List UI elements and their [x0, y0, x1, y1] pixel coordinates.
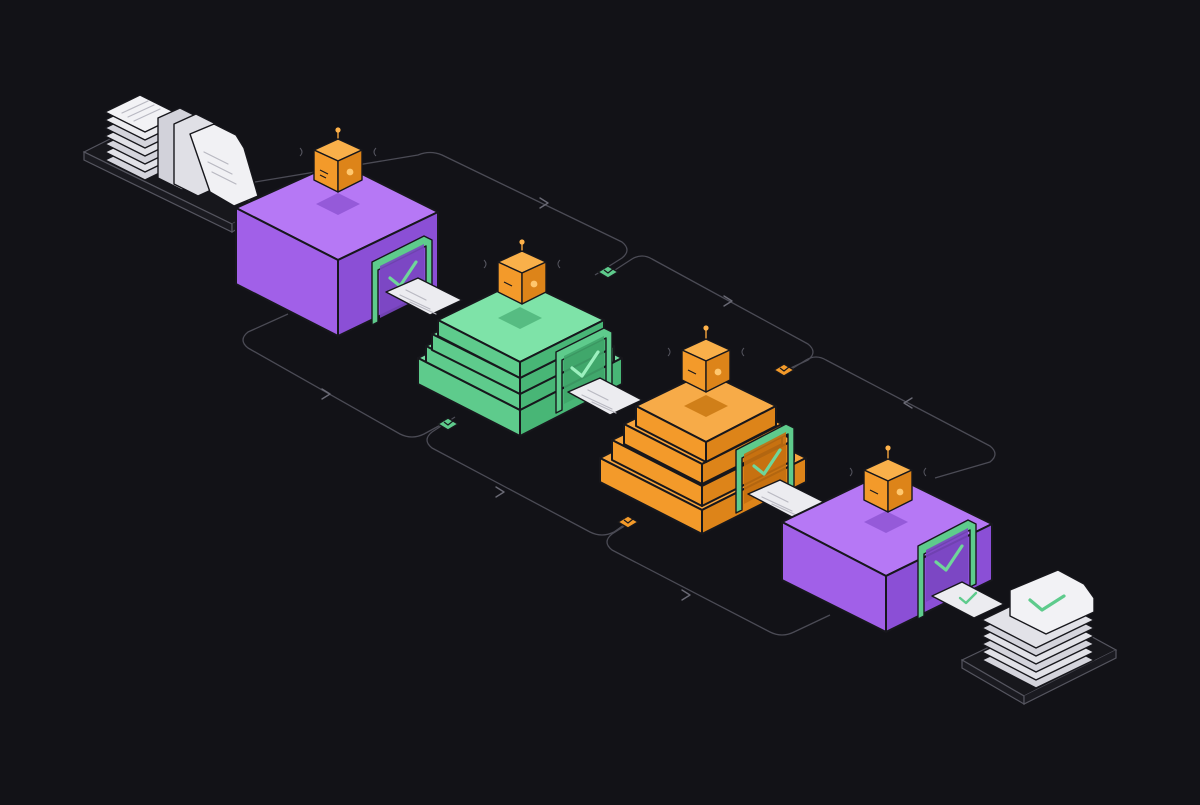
flow-arrows: [321, 197, 913, 601]
document-icon: [567, 377, 643, 416]
wire-markers: [437, 265, 795, 529]
arrow-icon: [723, 295, 733, 307]
arrow-icon: [681, 589, 691, 601]
wire-lower-3: [606, 519, 831, 636]
verified-document-stack-icon: [981, 569, 1095, 689]
marker-diamond-orange: [773, 363, 795, 377]
arrow-icon: [539, 197, 549, 209]
marker-diamond-green: [437, 417, 459, 431]
processing-cube-icon: [299, 127, 377, 193]
wire-lower-2: [426, 416, 629, 536]
marker-diamond-green: [597, 265, 619, 279]
wire-upper-1: [254, 151, 628, 276]
processing-cube-icon: [667, 325, 745, 393]
connector-wires: [242, 151, 996, 636]
arrow-icon: [495, 486, 505, 498]
document-icon: [157, 107, 259, 207]
document-icon: [385, 277, 463, 316]
arrow-icon: [903, 397, 913, 409]
wire-upper-3: [789, 356, 996, 479]
arrow-icon: [321, 388, 331, 400]
processing-cube-icon: [849, 445, 927, 513]
document-icon: [931, 581, 1005, 619]
marker-diamond-orange: [617, 515, 639, 529]
processing-cube-icon: [483, 239, 561, 305]
